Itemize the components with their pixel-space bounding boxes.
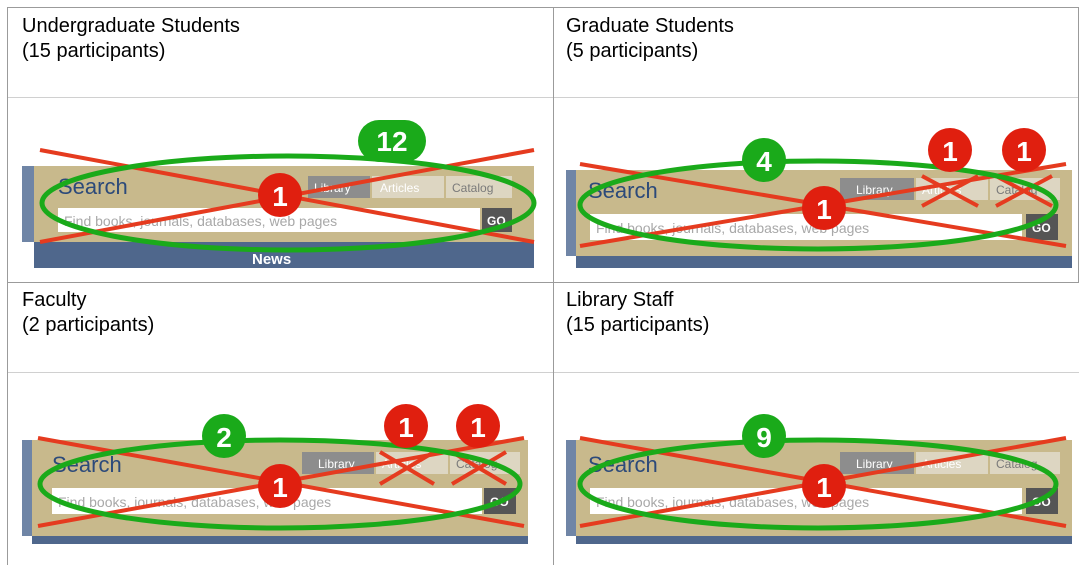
red-tab-count-badge (1002, 128, 1046, 172)
tab-articles[interactable] (916, 452, 988, 474)
green-count: 4 (756, 146, 772, 177)
tab-articles[interactable] (372, 176, 444, 198)
group-name: Library Staff (566, 289, 674, 311)
table-border-middle (7, 282, 1079, 283)
group-name: Undergraduate Students (22, 15, 240, 37)
search-label: Search (58, 174, 128, 199)
annotated-screenshot-graduate: Search Library Articles Catalog Find boo… (566, 118, 1072, 268)
red-count-badge (258, 464, 302, 508)
search-box-highlight (577, 158, 1059, 252)
red-tab-count-badge (456, 404, 500, 448)
red-tab-count-badge (384, 404, 428, 448)
red-tab-count: 1 (470, 412, 486, 443)
red-tab-count: 1 (398, 412, 414, 443)
group-name: Faculty (22, 289, 87, 311)
tab-library-label: Library (318, 457, 355, 471)
participant-count: (15 participants) (566, 314, 710, 336)
table-border-top (7, 7, 1079, 8)
row1-header-divider (7, 97, 1079, 98)
green-count-badge (742, 414, 786, 458)
search-placeholder: Find books, journals, databases, web pag… (64, 213, 337, 229)
table-border-center (553, 7, 554, 565)
red-tab-count: 1 (942, 136, 958, 167)
cell-title-faculty: Faculty (2 participants) (22, 288, 154, 338)
search-box-highlight (37, 437, 523, 531)
red-count-badge (802, 464, 846, 508)
red-count-badge (802, 186, 846, 230)
participant-count: (2 participants) (22, 314, 155, 336)
tab-library-label: Library (856, 457, 893, 471)
annotated-screenshot-faculty: Search Library Articles Catalog Find boo… (22, 392, 542, 544)
table-border-left (7, 7, 8, 565)
participant-count: (5 participants) (566, 40, 699, 62)
search-placeholder: Find books, journals, databases, web pag… (596, 494, 869, 510)
red-tab-count: 1 (1016, 136, 1032, 167)
green-count: 9 (756, 422, 772, 453)
green-count: 12 (376, 126, 407, 157)
green-count: 2 (216, 422, 232, 453)
search-box-highlight (39, 153, 537, 253)
tab-articles-label: Articles (380, 181, 419, 195)
cell-title-graduate: Graduate Students (5 participants) (566, 14, 734, 64)
search-box-highlight (577, 437, 1059, 531)
annotated-screenshot-library-staff: Search Library Articles Catalog Find boo… (566, 392, 1072, 544)
participant-count: (15 participants) (22, 40, 166, 62)
annotated-screenshot-undergraduate: News Search Library Articles Catalog Fin… (22, 118, 542, 268)
tab-catalog-label: Catalog (452, 181, 493, 195)
red-tab-count-badge (928, 128, 972, 172)
green-count-badge (742, 138, 786, 182)
row2-header-divider (7, 372, 1079, 373)
cell-title-undergraduate: Undergraduate Students (15 participants) (22, 14, 240, 64)
green-count-badge (202, 414, 246, 458)
red-count-badge (258, 173, 302, 217)
green-count-badge (358, 120, 426, 162)
cell-title-library-staff: Library Staff (15 participants) (566, 288, 709, 338)
tab-catalog[interactable] (446, 176, 512, 198)
red-count: 1 (816, 472, 832, 503)
group-name: Graduate Students (566, 15, 734, 37)
red-count: 1 (272, 181, 288, 212)
red-count: 1 (816, 194, 832, 225)
red-count: 1 (272, 472, 288, 503)
nav-label: News (252, 251, 291, 268)
